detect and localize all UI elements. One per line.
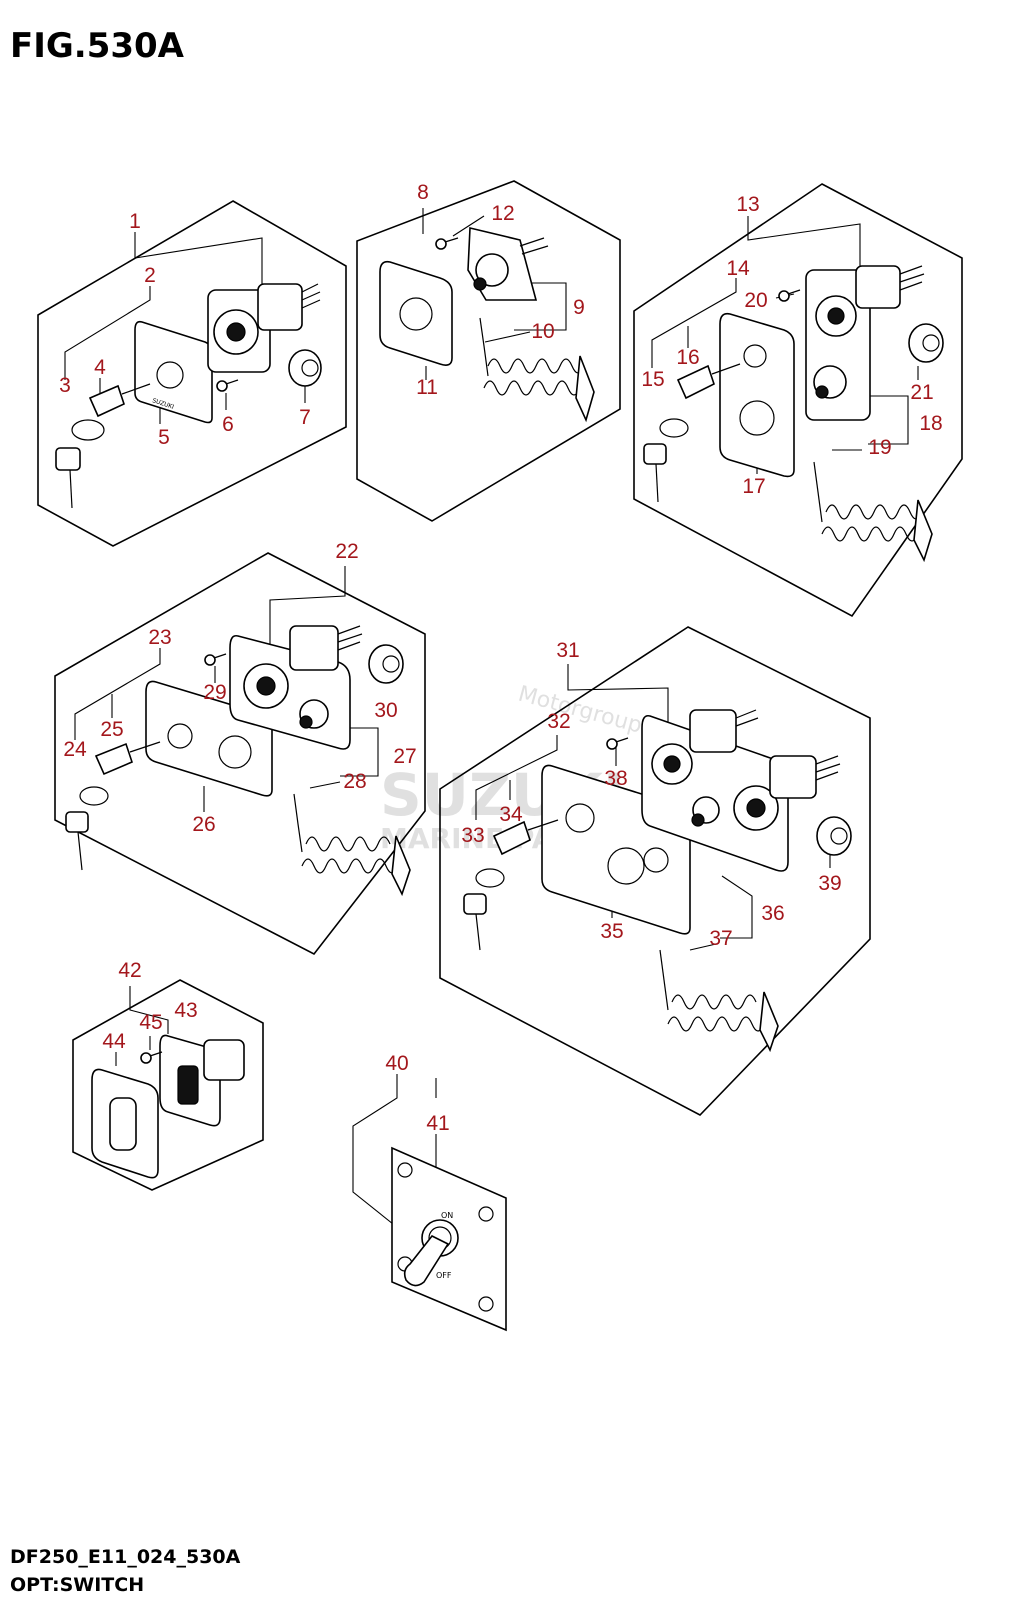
part-number-label: 37 xyxy=(709,927,732,950)
group-twin-key-stop-switch xyxy=(439,626,871,1116)
key-drawing xyxy=(463,819,559,951)
key-drawing xyxy=(55,383,151,509)
screw-drawing xyxy=(204,653,227,666)
group-frame xyxy=(633,183,963,618)
toggle-off-label: OFF xyxy=(436,1271,452,1280)
group-key-stop-switch xyxy=(633,183,963,618)
part-number-label: 16 xyxy=(676,346,699,369)
group-frame xyxy=(54,552,426,956)
part-number-label: 10 xyxy=(531,320,554,343)
part-number-label: 28 xyxy=(343,770,366,793)
figure-title: FIG.530A xyxy=(10,26,185,66)
cap-drawing xyxy=(816,816,852,856)
part-number-label: 17 xyxy=(742,475,765,498)
rocker-body-drawing xyxy=(159,1034,245,1127)
part-number-label: 7 xyxy=(299,406,311,429)
part-number-label: 22 xyxy=(335,540,358,563)
stop-switch-drawing xyxy=(467,226,549,301)
part-number-label: 8 xyxy=(417,181,429,204)
part-number-label: 19 xyxy=(868,436,891,459)
part-number-label: 18 xyxy=(919,412,942,435)
toggle-lever-drawing xyxy=(403,1219,459,1287)
group-rocker-switch xyxy=(72,979,264,1191)
part-number-label: 24 xyxy=(63,738,87,761)
twin-switch-drawing xyxy=(641,709,841,872)
part-number-label: 45 xyxy=(139,1011,162,1034)
dual-switch-drawing xyxy=(805,265,925,421)
part-number-label: 26 xyxy=(192,813,215,836)
part-number-label: 14 xyxy=(726,257,750,280)
group-toggle-switch: ON OFF xyxy=(352,1074,507,1332)
lanyard-drawing xyxy=(813,461,933,563)
cap-drawing xyxy=(368,644,404,684)
part-number-label: 6 xyxy=(222,413,234,436)
part-number-label: 44 xyxy=(102,1030,126,1053)
group-frame xyxy=(439,626,871,1116)
screw-drawing xyxy=(778,289,801,302)
switch-plate-drawing: SUZUKI xyxy=(134,320,213,424)
part-number-label: 36 xyxy=(761,902,784,925)
group-stop-switch xyxy=(356,180,621,522)
group-frame xyxy=(37,200,347,547)
screw-drawing xyxy=(216,379,239,392)
part-number-label: 13 xyxy=(736,193,759,216)
part-number-label: 9 xyxy=(573,296,585,319)
part-number-label: 15 xyxy=(641,368,664,391)
toggle-on-label: ON xyxy=(441,1211,453,1220)
key-drawing xyxy=(65,741,161,871)
part-number-label: 29 xyxy=(203,681,226,704)
wide-switch-drawing xyxy=(229,625,363,750)
part-number-label: 20 xyxy=(744,289,767,312)
stop-plate-drawing xyxy=(379,260,453,366)
figure-code: DF250_E11_024_530A xyxy=(10,1546,241,1568)
part-number-label: 43 xyxy=(174,999,197,1022)
screw-drawing xyxy=(140,1051,163,1064)
screw-drawing xyxy=(435,237,459,250)
part-number-label: 12 xyxy=(491,202,514,225)
part-number-label: 2 xyxy=(144,264,156,287)
part-number-label: 34 xyxy=(499,803,523,826)
part-number-label: 41 xyxy=(426,1112,449,1135)
figure-name: OPT:SWITCH xyxy=(10,1574,144,1596)
part-number-label: 27 xyxy=(393,745,416,768)
part-number-label: 35 xyxy=(600,920,623,943)
lanyard-drawing xyxy=(293,793,411,897)
group-single-key-switch: SUZUKI xyxy=(37,200,347,547)
part-number-label: 25 xyxy=(100,718,123,741)
group-wide-key-stop-switch xyxy=(54,552,426,956)
part-number-label: 31 xyxy=(556,639,579,662)
rocker-bezel-drawing xyxy=(91,1068,159,1179)
group-frame xyxy=(356,180,621,522)
part-number-label: 33 xyxy=(461,824,484,847)
lanyard-drawing xyxy=(659,949,779,1053)
part-number-label: 30 xyxy=(374,699,397,722)
part-number-label: 21 xyxy=(910,381,933,404)
ignition-switch-drawing xyxy=(207,283,321,373)
part-number-label: 32 xyxy=(547,710,570,733)
part-number-label: 42 xyxy=(118,959,141,982)
lanyard-drawing xyxy=(479,317,595,423)
part-number-label: 4 xyxy=(94,356,106,379)
cap-drawing xyxy=(288,349,322,387)
group-frame xyxy=(72,979,264,1191)
part-number-label: 38 xyxy=(604,767,627,790)
dual-plate-drawing xyxy=(719,312,795,478)
screw-drawing xyxy=(606,737,629,750)
key-drawing xyxy=(643,363,741,503)
part-number-label: 11 xyxy=(416,376,438,399)
part-number-label: 5 xyxy=(158,426,170,449)
part-number-label: 23 xyxy=(148,626,171,649)
part-number-label: 39 xyxy=(818,872,841,895)
part-number-label: 3 xyxy=(59,374,71,397)
cap-drawing xyxy=(908,323,944,363)
part-number-label: 40 xyxy=(385,1052,408,1075)
part-number-label: 1 xyxy=(129,210,141,233)
